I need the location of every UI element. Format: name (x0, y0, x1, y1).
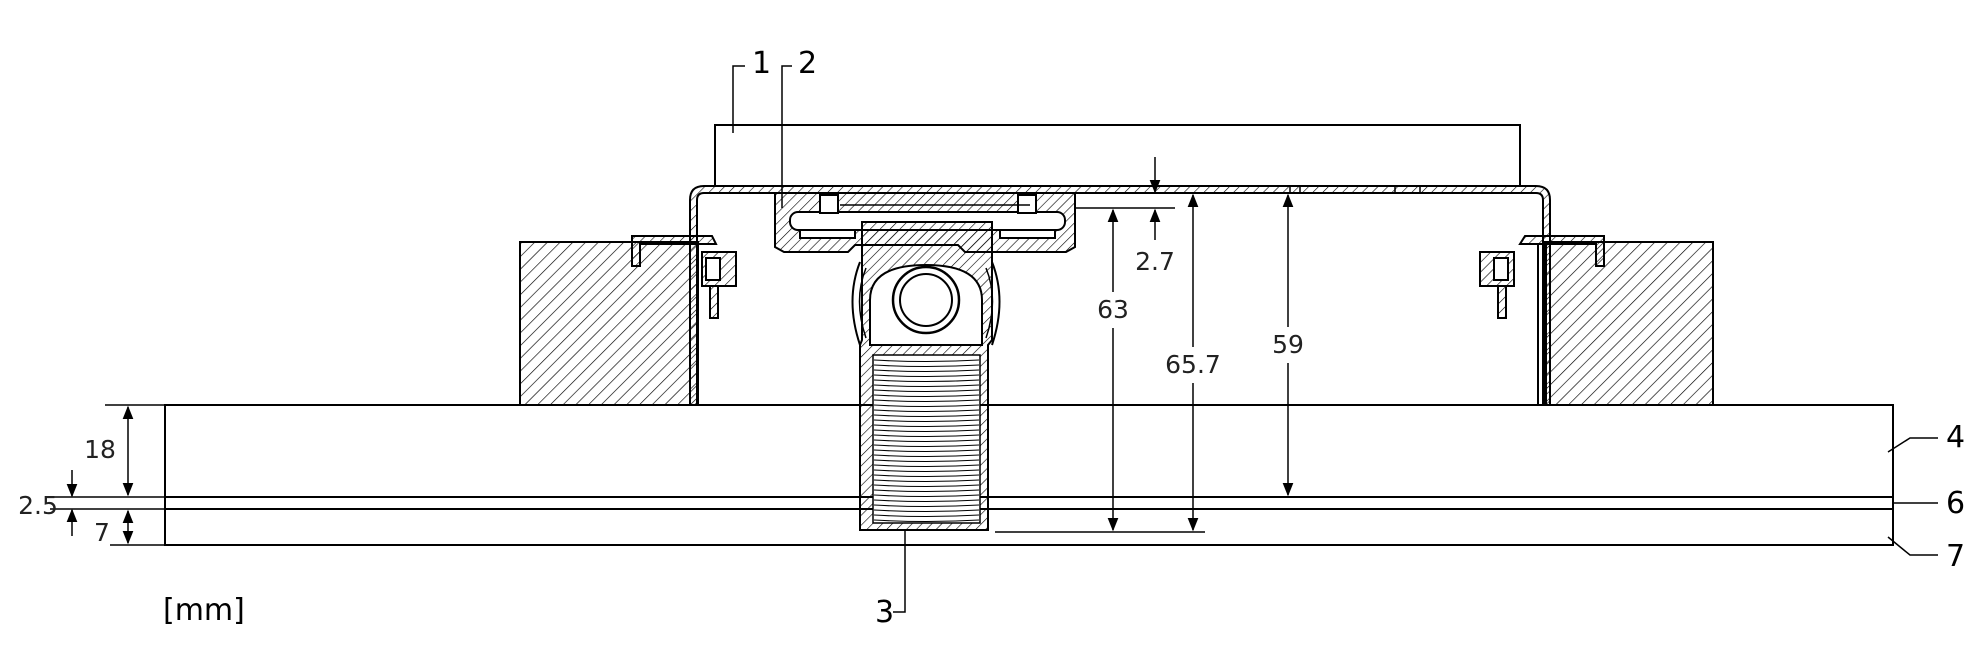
units-label: [mm] (163, 593, 245, 628)
ceiling-board-layers (164, 404, 1894, 546)
thread-line (873, 504, 980, 508)
thread-line (873, 409, 980, 413)
thread-line (873, 489, 980, 493)
thread-line (873, 414, 980, 418)
thread-line (873, 479, 980, 483)
thread-line (873, 394, 980, 398)
thread-lines (873, 359, 980, 523)
threaded-tube (851, 221, 1001, 531)
thread-line (873, 459, 980, 463)
dim-59-label: 59 (1272, 330, 1304, 359)
dim-65-7-label: 65.7 (1165, 350, 1221, 379)
thread-line (873, 519, 980, 523)
thread-line (873, 359, 980, 363)
thread-line (873, 424, 980, 428)
callout-4: 4 (1946, 420, 1965, 455)
callout-3: 3 (875, 595, 894, 630)
callout-2: 2 (798, 46, 817, 81)
dim-2-7-label: 2.7 (1135, 247, 1175, 276)
thread-line (873, 429, 980, 433)
left-support-block (519, 235, 737, 406)
thread-line (873, 444, 980, 448)
thread-line (873, 434, 980, 438)
callout-7: 7 (1946, 539, 1965, 574)
thread-line (873, 364, 980, 368)
board-layer-7 (164, 508, 1894, 546)
thread-line (873, 494, 980, 498)
right-support-block (1479, 235, 1714, 406)
dim-63-label: 63 (1097, 295, 1129, 324)
thread-line (873, 484, 980, 488)
thread-line (873, 404, 980, 408)
cable-bore-inner (899, 273, 953, 327)
thread-line (873, 419, 980, 423)
thread-line (873, 499, 980, 503)
dim-18-label: 18 (84, 435, 116, 464)
dim-2-5-label: 2.5 (18, 491, 58, 520)
thread-line (873, 464, 980, 468)
board-layer-6 (164, 496, 1894, 510)
thread-line (873, 469, 980, 473)
thread-line (873, 369, 980, 373)
dim-7-label: 7 (94, 518, 110, 547)
thread-line (873, 384, 980, 388)
thread-line (873, 439, 980, 443)
thread-line (873, 389, 980, 393)
thread-line (873, 454, 980, 458)
thread-line (873, 514, 980, 518)
thread-line (873, 374, 980, 378)
board-layer-4 (164, 404, 1894, 498)
thread-line (873, 379, 980, 383)
thread-line (873, 509, 980, 513)
cover-plate (714, 124, 1521, 187)
thread-line (873, 474, 980, 478)
callout-6: 6 (1946, 486, 1965, 521)
callout-leaders (732, 65, 1938, 613)
thread-line (873, 399, 980, 403)
callout-1: 1 (752, 46, 771, 81)
housing-sheet (689, 124, 1551, 406)
thread-line (873, 449, 980, 453)
